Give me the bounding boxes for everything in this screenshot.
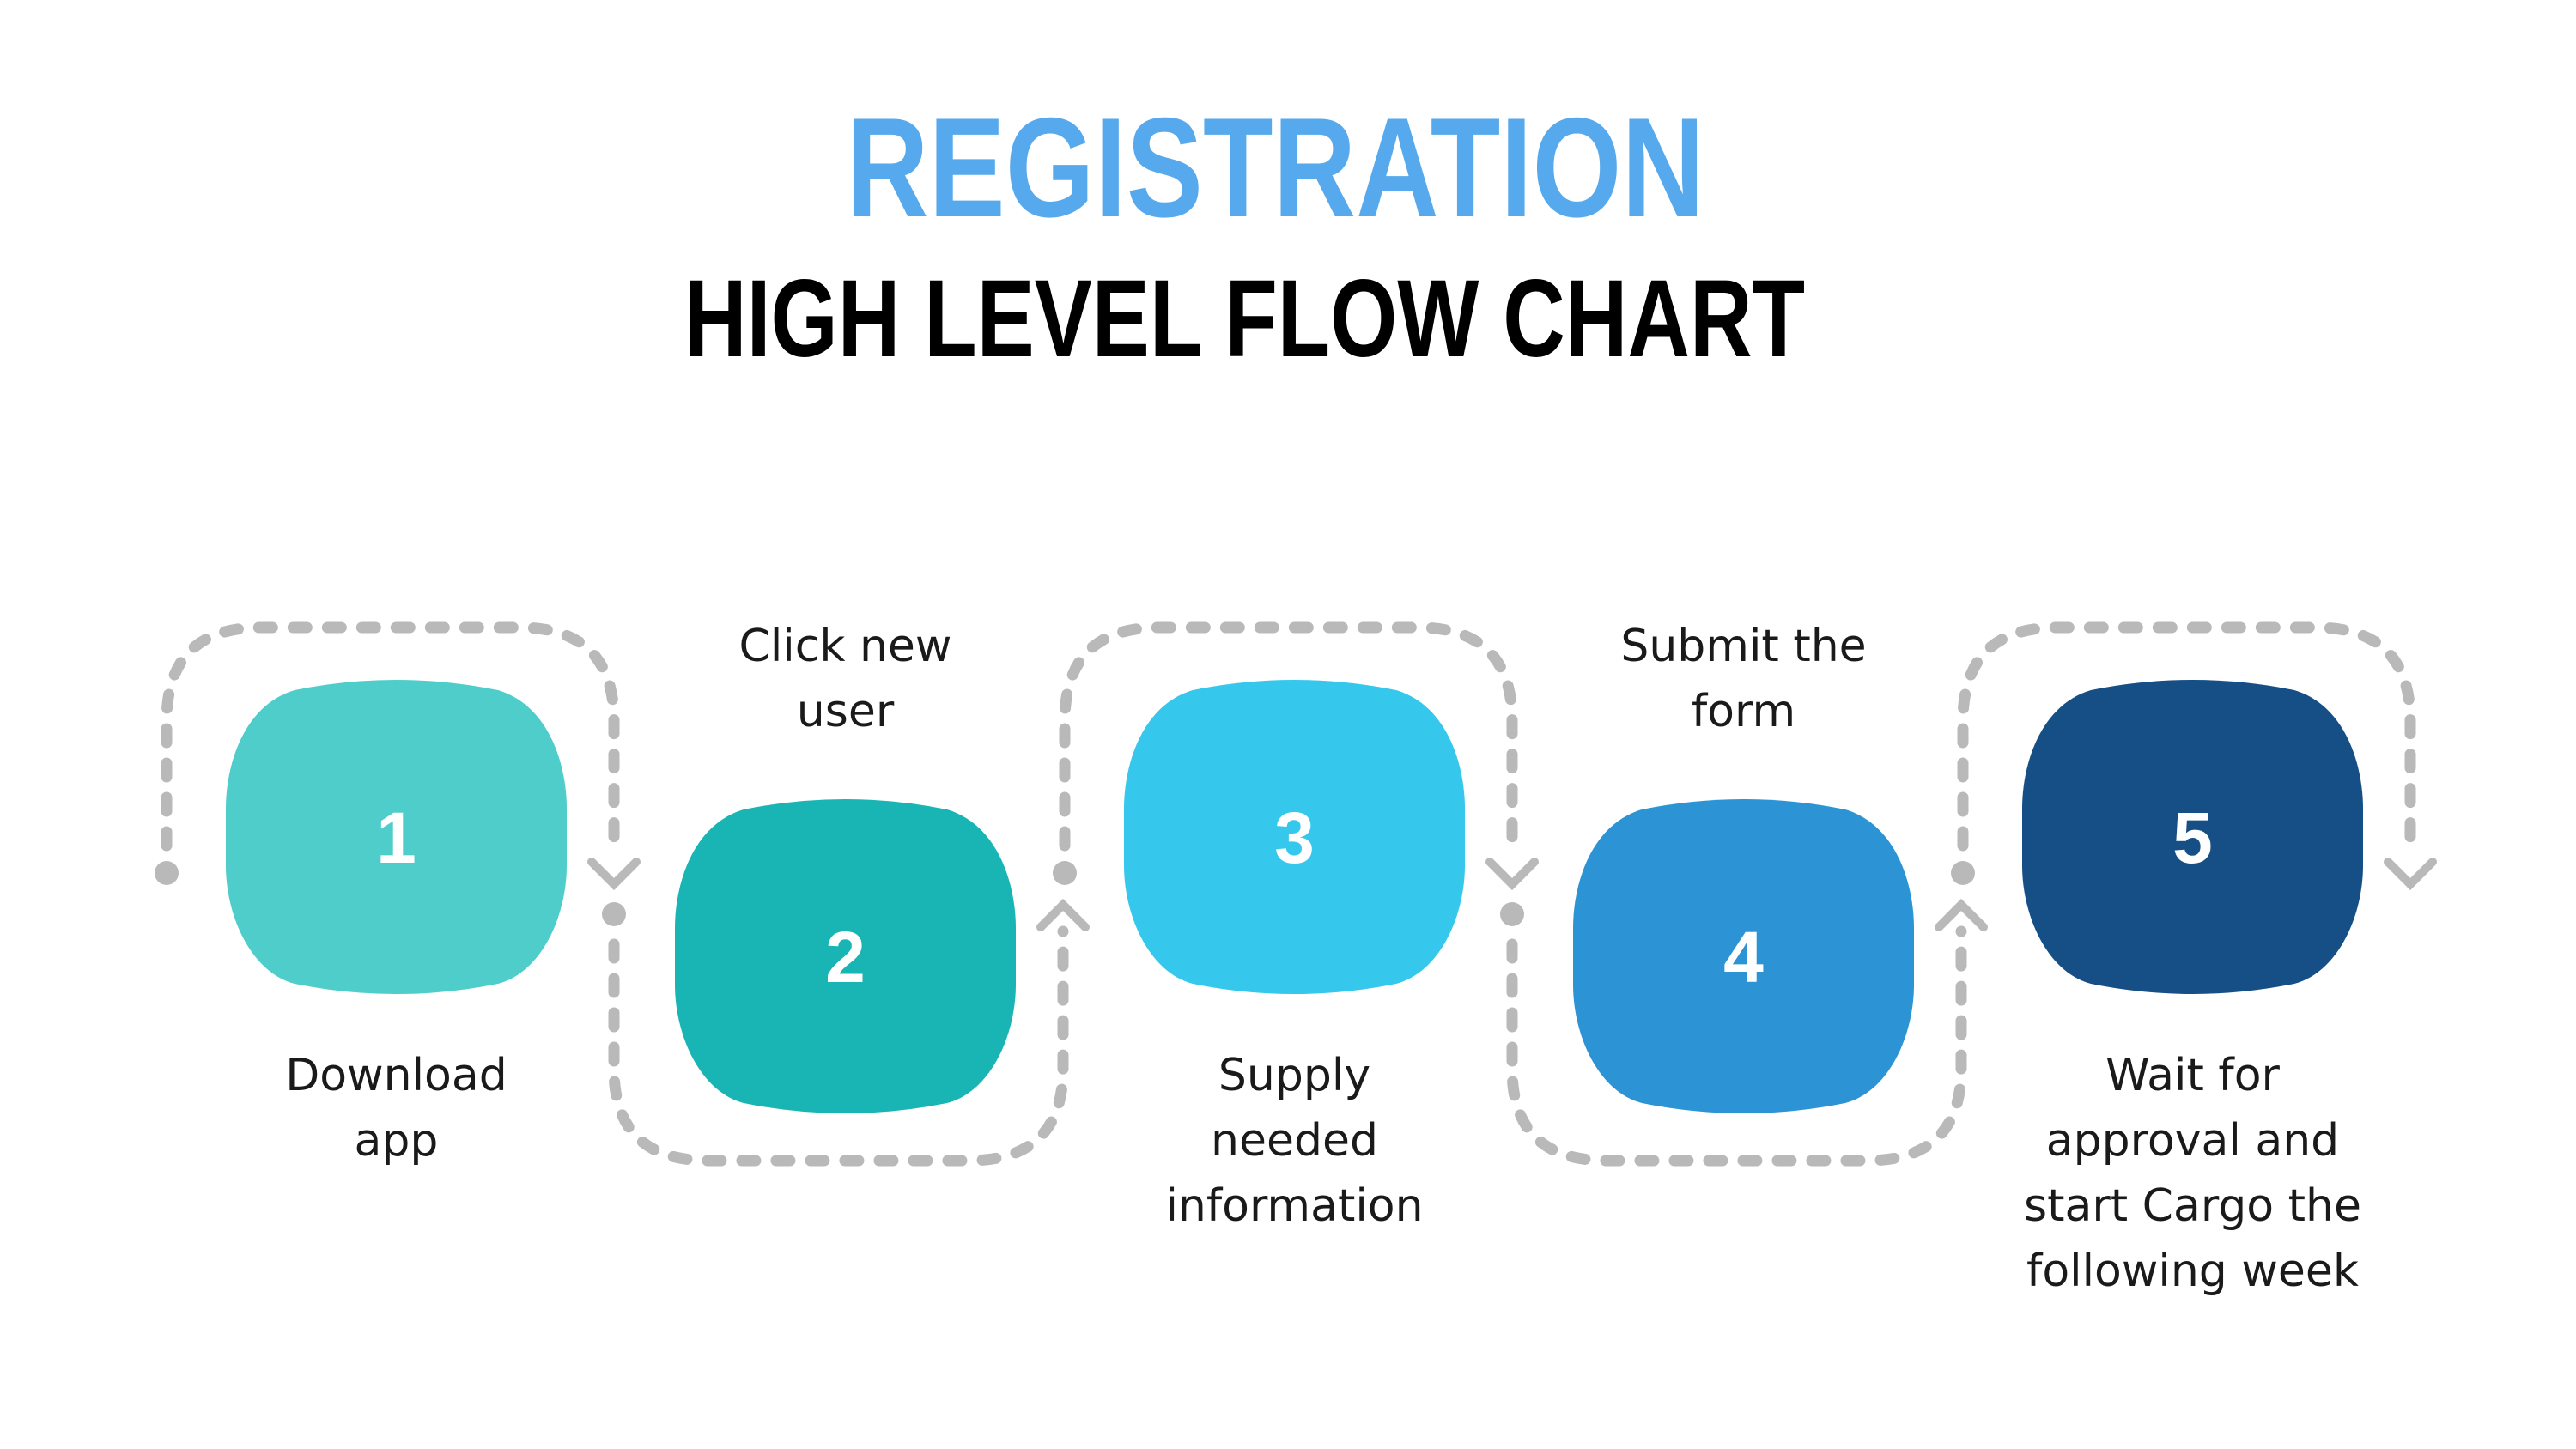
- step-label: approval and: [2046, 1115, 2339, 1167]
- step-box: [2022, 680, 2363, 994]
- step-label: form: [1692, 686, 1795, 737]
- chevron-down-icon: [1485, 858, 1539, 891]
- connector-2: [602, 898, 1090, 1167]
- page-title: REGISTRATION: [846, 88, 1704, 246]
- dashed-path: [608, 925, 1069, 1167]
- step-number: 3: [1274, 797, 1315, 878]
- connector-4: [1500, 898, 1988, 1167]
- page-subtitle: HIGH LEVEL FLOW CHART: [684, 258, 1805, 380]
- connector-3: [1053, 621, 1539, 891]
- dashed-path: [1957, 621, 2416, 860]
- step-label: Supply: [1218, 1050, 1370, 1101]
- connector-dot: [155, 861, 179, 885]
- chevron-down-icon: [587, 858, 641, 891]
- chevron-up-icon: [1036, 898, 1090, 931]
- step-number: 5: [2172, 797, 2213, 878]
- step-number: 4: [1723, 917, 1764, 997]
- connector-dot: [1500, 902, 1524, 926]
- step-label: needed: [1211, 1115, 1378, 1167]
- step-box: [1573, 799, 1914, 1113]
- chevron-down-icon: [2384, 858, 2437, 891]
- dashed-path: [1059, 621, 1518, 860]
- step-2: 2 Click new user: [675, 621, 1016, 1113]
- step-label: Click new: [739, 621, 952, 672]
- step-4: 4 Submit the form: [1573, 621, 1914, 1113]
- step-number: 2: [825, 917, 866, 997]
- step-number: 1: [376, 797, 416, 878]
- step-label: app: [355, 1115, 439, 1167]
- step-label: start Cargo the: [2024, 1180, 2361, 1232]
- step-label: Wait for: [2105, 1050, 2280, 1101]
- step-label: following week: [2026, 1246, 2359, 1297]
- connectors: [155, 621, 2437, 1167]
- chevron-up-icon: [1935, 898, 1988, 931]
- connector-5: [1951, 621, 2437, 891]
- step-box: [226, 680, 567, 994]
- dashed-path: [161, 621, 620, 860]
- connector-1: [155, 621, 641, 891]
- step-label: information: [1165, 1180, 1423, 1232]
- step-label: Submit the: [1620, 621, 1866, 672]
- dashed-path: [1506, 925, 1967, 1167]
- connector-dot: [1053, 861, 1077, 885]
- step-label: Download: [285, 1050, 507, 1101]
- connector-dot: [602, 902, 626, 926]
- connector-dot: [1951, 861, 1975, 885]
- step-box: [1124, 680, 1465, 994]
- step-label: user: [797, 686, 895, 737]
- step-box: [675, 799, 1016, 1113]
